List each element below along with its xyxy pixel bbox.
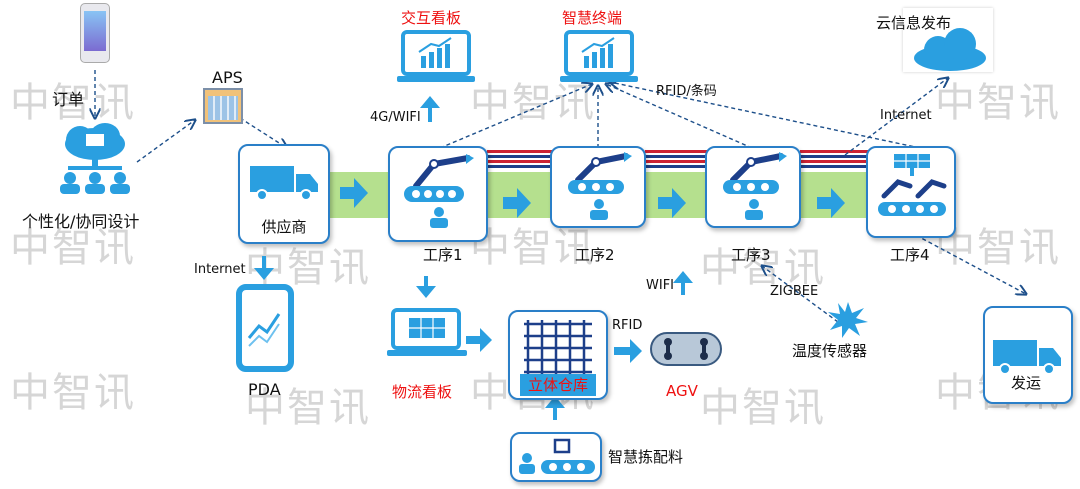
smart-picking-node[interactable] [510, 432, 602, 482]
picking-conveyor-icon [519, 438, 595, 474]
rail-2-3 [645, 150, 707, 168]
wifi-4g-label: 4G/WIFI [370, 110, 421, 125]
arrow-logistics-warehouse [466, 328, 492, 352]
warehouse-label-band [520, 374, 596, 396]
sensor-burst-icon [828, 302, 868, 338]
arrow-wifi-up [673, 271, 693, 295]
robot-arm-icon [404, 154, 474, 228]
tablet-icon [236, 284, 294, 372]
internet-left-label: Internet [194, 262, 246, 277]
arrow-step2-step3 [658, 188, 686, 218]
arrow-supplier-pda [254, 256, 274, 280]
interactive-board-label: 交互看板 [401, 9, 462, 27]
rail-3-4 [800, 150, 868, 168]
watermark: 中智讯 [935, 80, 1061, 126]
cloud-publish-label: 云信息发布 [876, 14, 952, 32]
warehouse-label: 立体仓库 [527, 376, 588, 394]
arrow-picking-warehouse [545, 396, 565, 420]
laptop-chart-icon [397, 30, 475, 82]
watermark: 中智讯 [10, 225, 136, 271]
step1-label: 工序1 [423, 246, 463, 264]
supplier-label: 供应商 [261, 218, 307, 236]
phone-icon [80, 3, 110, 63]
collab-design-icon [60, 123, 130, 194]
sensor-to-step3-arrow [762, 266, 839, 323]
rfid-barcode-label: RFID/条码 [656, 84, 717, 99]
arrow-step3-step4 [817, 188, 845, 218]
agv-label: AGV [666, 382, 698, 400]
temp-sensor-label: 温度传感器 [792, 342, 868, 360]
watermark: 中智讯 [470, 225, 596, 271]
aps-label: APS [212, 68, 243, 87]
watermark: 中智讯 [10, 370, 136, 416]
logistics-board-label: 物流看板 [392, 383, 453, 401]
step4-to-ship-arrow [909, 231, 1026, 294]
station-4-node[interactable] [866, 146, 956, 238]
watermark: 中智讯 [700, 385, 826, 431]
robot-arm-icon [568, 152, 632, 220]
smart-terminal-label: 智慧终端 [562, 9, 623, 27]
design-to-aps-arrow [136, 120, 195, 163]
arrow-step1-logistics [416, 276, 436, 298]
station-3-node[interactable] [705, 146, 801, 228]
step3-label: 工序3 [731, 246, 771, 264]
smart-picking-label: 智慧拣配料 [608, 448, 684, 466]
step4-label: 工序4 [890, 246, 930, 264]
pda-label: PDA [248, 380, 281, 399]
chart-icon [247, 313, 281, 347]
grid-rack-icon [524, 320, 592, 374]
ship-label: 发运 [1011, 374, 1042, 392]
step2-label: 工序2 [575, 246, 615, 264]
aps-to-supplier-arrow [239, 117, 287, 148]
supplier-node[interactable]: 供应商 [238, 144, 330, 244]
arrow-warehouse-agv [614, 339, 642, 363]
watermark: 中智讯 [470, 80, 596, 126]
order-label: 订单 [52, 90, 85, 109]
arrow-supplier-step1 [340, 178, 368, 208]
arrow-step1-board [420, 96, 440, 122]
ship-node[interactable]: 发运 [983, 306, 1073, 404]
laptop-panel-icon [387, 308, 467, 356]
wifi-label: WIFI [646, 278, 674, 293]
arrow-step1-step2 [503, 188, 531, 218]
watermark: 中智讯 [935, 225, 1061, 271]
step3-to-terminal-arrow [606, 84, 753, 149]
station-2-node[interactable] [550, 146, 646, 228]
cloud-icon [914, 28, 986, 71]
watermark: 中智讯 [245, 385, 371, 431]
solar-robot-icon [878, 154, 947, 216]
truck-icon [250, 166, 318, 201]
zigbee-label: ZIGBEE [770, 284, 819, 299]
warehouse-node[interactable]: 立体仓库 [508, 310, 608, 400]
robot-arm-icon [723, 152, 787, 220]
rail-1-2 [487, 150, 552, 168]
station-1-node[interactable] [388, 146, 488, 242]
laptop-chart-icon [560, 30, 638, 82]
agv-icon [650, 332, 722, 366]
rfid-label: RFID [612, 318, 643, 333]
internet-top-label: Internet [880, 108, 932, 123]
step4-to-cloud-arrow [844, 78, 948, 156]
truck-icon [993, 340, 1061, 375]
design-label: 个性化/协同设计 [22, 212, 140, 231]
watermark: 中智讯 [10, 80, 136, 126]
calendar-icon [203, 88, 243, 124]
